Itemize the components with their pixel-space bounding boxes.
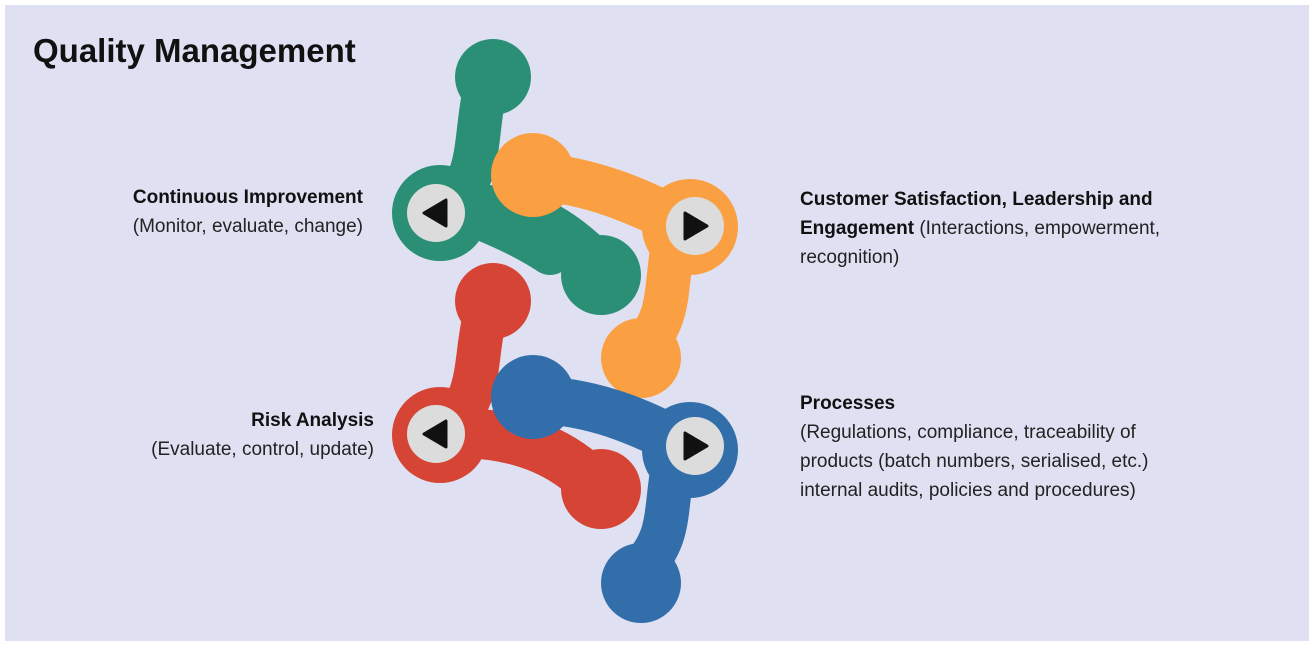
chevron-left-icon bbox=[422, 419, 448, 449]
arrow-button-red[interactable] bbox=[407, 405, 465, 463]
chevron-right-icon bbox=[683, 211, 709, 241]
detail-risk-analysis: (Evaluate, control, update) bbox=[151, 439, 374, 460]
label-continuous-improvement: Continuous Improvement (Monitor, evaluat… bbox=[23, 183, 363, 241]
chevron-right-icon bbox=[683, 431, 709, 461]
heading-risk-analysis: Risk Analysis bbox=[251, 410, 374, 431]
label-processes: Processes (Regulations, compliance, trac… bbox=[800, 389, 1200, 505]
label-customer-satisfaction: Customer Satisfaction, Leadership and En… bbox=[800, 185, 1200, 272]
detail-customer-satisfaction: (Interactions, empowerment, recognition) bbox=[800, 218, 1161, 268]
chevron-left-icon bbox=[422, 198, 448, 228]
arrow-button-blue[interactable] bbox=[666, 417, 724, 475]
molecule-graphic bbox=[391, 39, 738, 623]
arrow-button-green[interactable] bbox=[407, 184, 465, 242]
detail-processes: (Regulations, compliance, traceability o… bbox=[800, 422, 1149, 501]
arrow-button-orange[interactable] bbox=[666, 197, 724, 255]
label-risk-analysis: Risk Analysis (Evaluate, control, update… bbox=[34, 406, 374, 464]
page-title: Quality Management bbox=[33, 32, 356, 69]
slide: Quality Management Continuous Improvemen… bbox=[5, 5, 1309, 641]
detail-continuous-improvement: (Monitor, evaluate, change) bbox=[132, 216, 363, 237]
heading-customer-satisfaction: Customer Satisfaction, Leadership and En… bbox=[800, 189, 1153, 239]
heading-continuous-improvement: Continuous Improvement bbox=[132, 187, 363, 208]
heading-processes: Processes bbox=[800, 393, 896, 414]
